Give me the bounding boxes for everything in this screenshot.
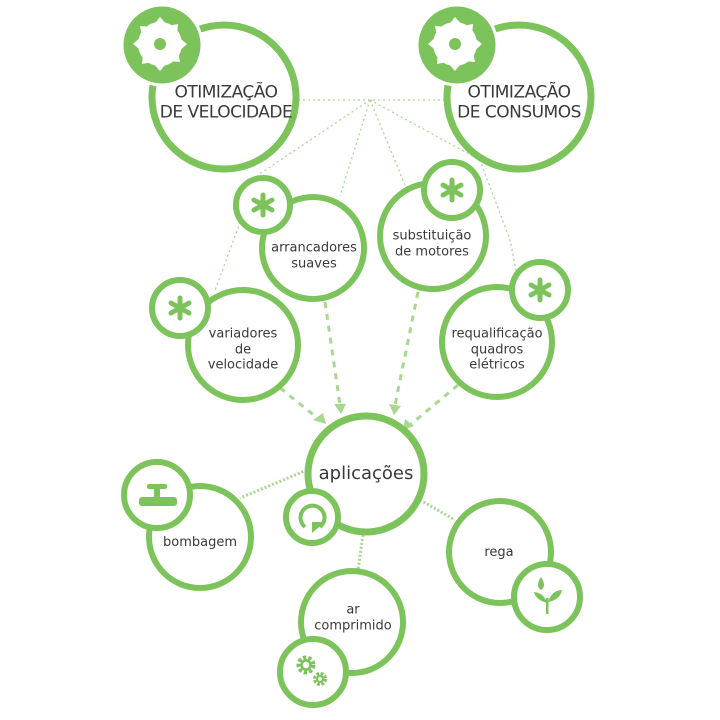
node-otimizacao-consumos <box>415 3 595 173</box>
arrows-to-hub <box>279 291 459 427</box>
arrow-variadores <box>279 386 321 422</box>
connector-arrancadores <box>339 99 371 197</box>
label-line: requalificação <box>451 326 543 342</box>
label-line: DE VELOCIDADE <box>159 103 293 123</box>
label-variadores: variadores de velocidade <box>208 327 278 374</box>
refresh-icon <box>298 503 327 533</box>
connector-variadores <box>214 99 371 291</box>
label-line: de motores <box>395 244 469 259</box>
connectors <box>214 99 521 291</box>
node-ar-comprimido <box>277 568 406 708</box>
arrow-substituicao <box>393 291 420 406</box>
connector-requalificacao <box>369 99 521 291</box>
label-line: substituição <box>392 228 472 244</box>
label-substituicao: substituição de motores <box>393 228 472 259</box>
node-rega <box>446 498 583 633</box>
label-line: arrancadores <box>271 240 357 256</box>
label-line: variadores <box>208 326 278 342</box>
label-line: ar <box>346 602 360 618</box>
label-line: velocidade <box>207 357 279 373</box>
label-line: elétricos <box>469 357 525 373</box>
pipe-valve-icon <box>139 484 177 506</box>
arrow-requalificacao <box>409 383 459 427</box>
arrowheads <box>313 404 414 430</box>
label-line: comprimido <box>314 618 392 633</box>
label-line: de <box>234 342 252 358</box>
label-bombagem: bombagem <box>162 535 238 551</box>
label-otimizacao-velocidade: OTIMIZAÇÃO DE VELOCIDADE <box>160 83 293 124</box>
node-requalificacao <box>439 259 571 400</box>
gears-icon <box>296 655 327 686</box>
node-bombagem <box>121 459 254 591</box>
node-otimizacao-velocidade <box>120 3 300 173</box>
label-line: OTIMIZAÇÃO <box>467 82 571 103</box>
label-line: OTIMIZAÇÃO <box>174 82 278 103</box>
node-substituicao <box>377 159 489 292</box>
label-line: quadros <box>470 342 524 358</box>
label-line: suaves <box>291 256 337 271</box>
label-otimizacao-consumos: OTIMIZAÇÃO DE CONSUMOS <box>457 83 581 124</box>
connector-substituicao <box>369 99 406 186</box>
plant-water-icon <box>534 577 562 614</box>
label-requalificacao: requalificação quadros elétricos <box>451 327 542 374</box>
arrow-arrancadores <box>323 301 342 406</box>
label-arrancadores: arrancadores suaves <box>271 240 357 271</box>
app-connectors <box>239 468 456 571</box>
label-aplicacoes: aplicações <box>318 463 414 485</box>
label-ar-comprimido: ar comprimido <box>314 602 391 633</box>
node-aplicacoes <box>283 412 428 546</box>
label-rega: rega <box>484 545 514 561</box>
node-arrancadores <box>233 175 367 302</box>
node-variadores <box>149 277 301 403</box>
label-line: DE CONSUMOS <box>457 103 581 123</box>
